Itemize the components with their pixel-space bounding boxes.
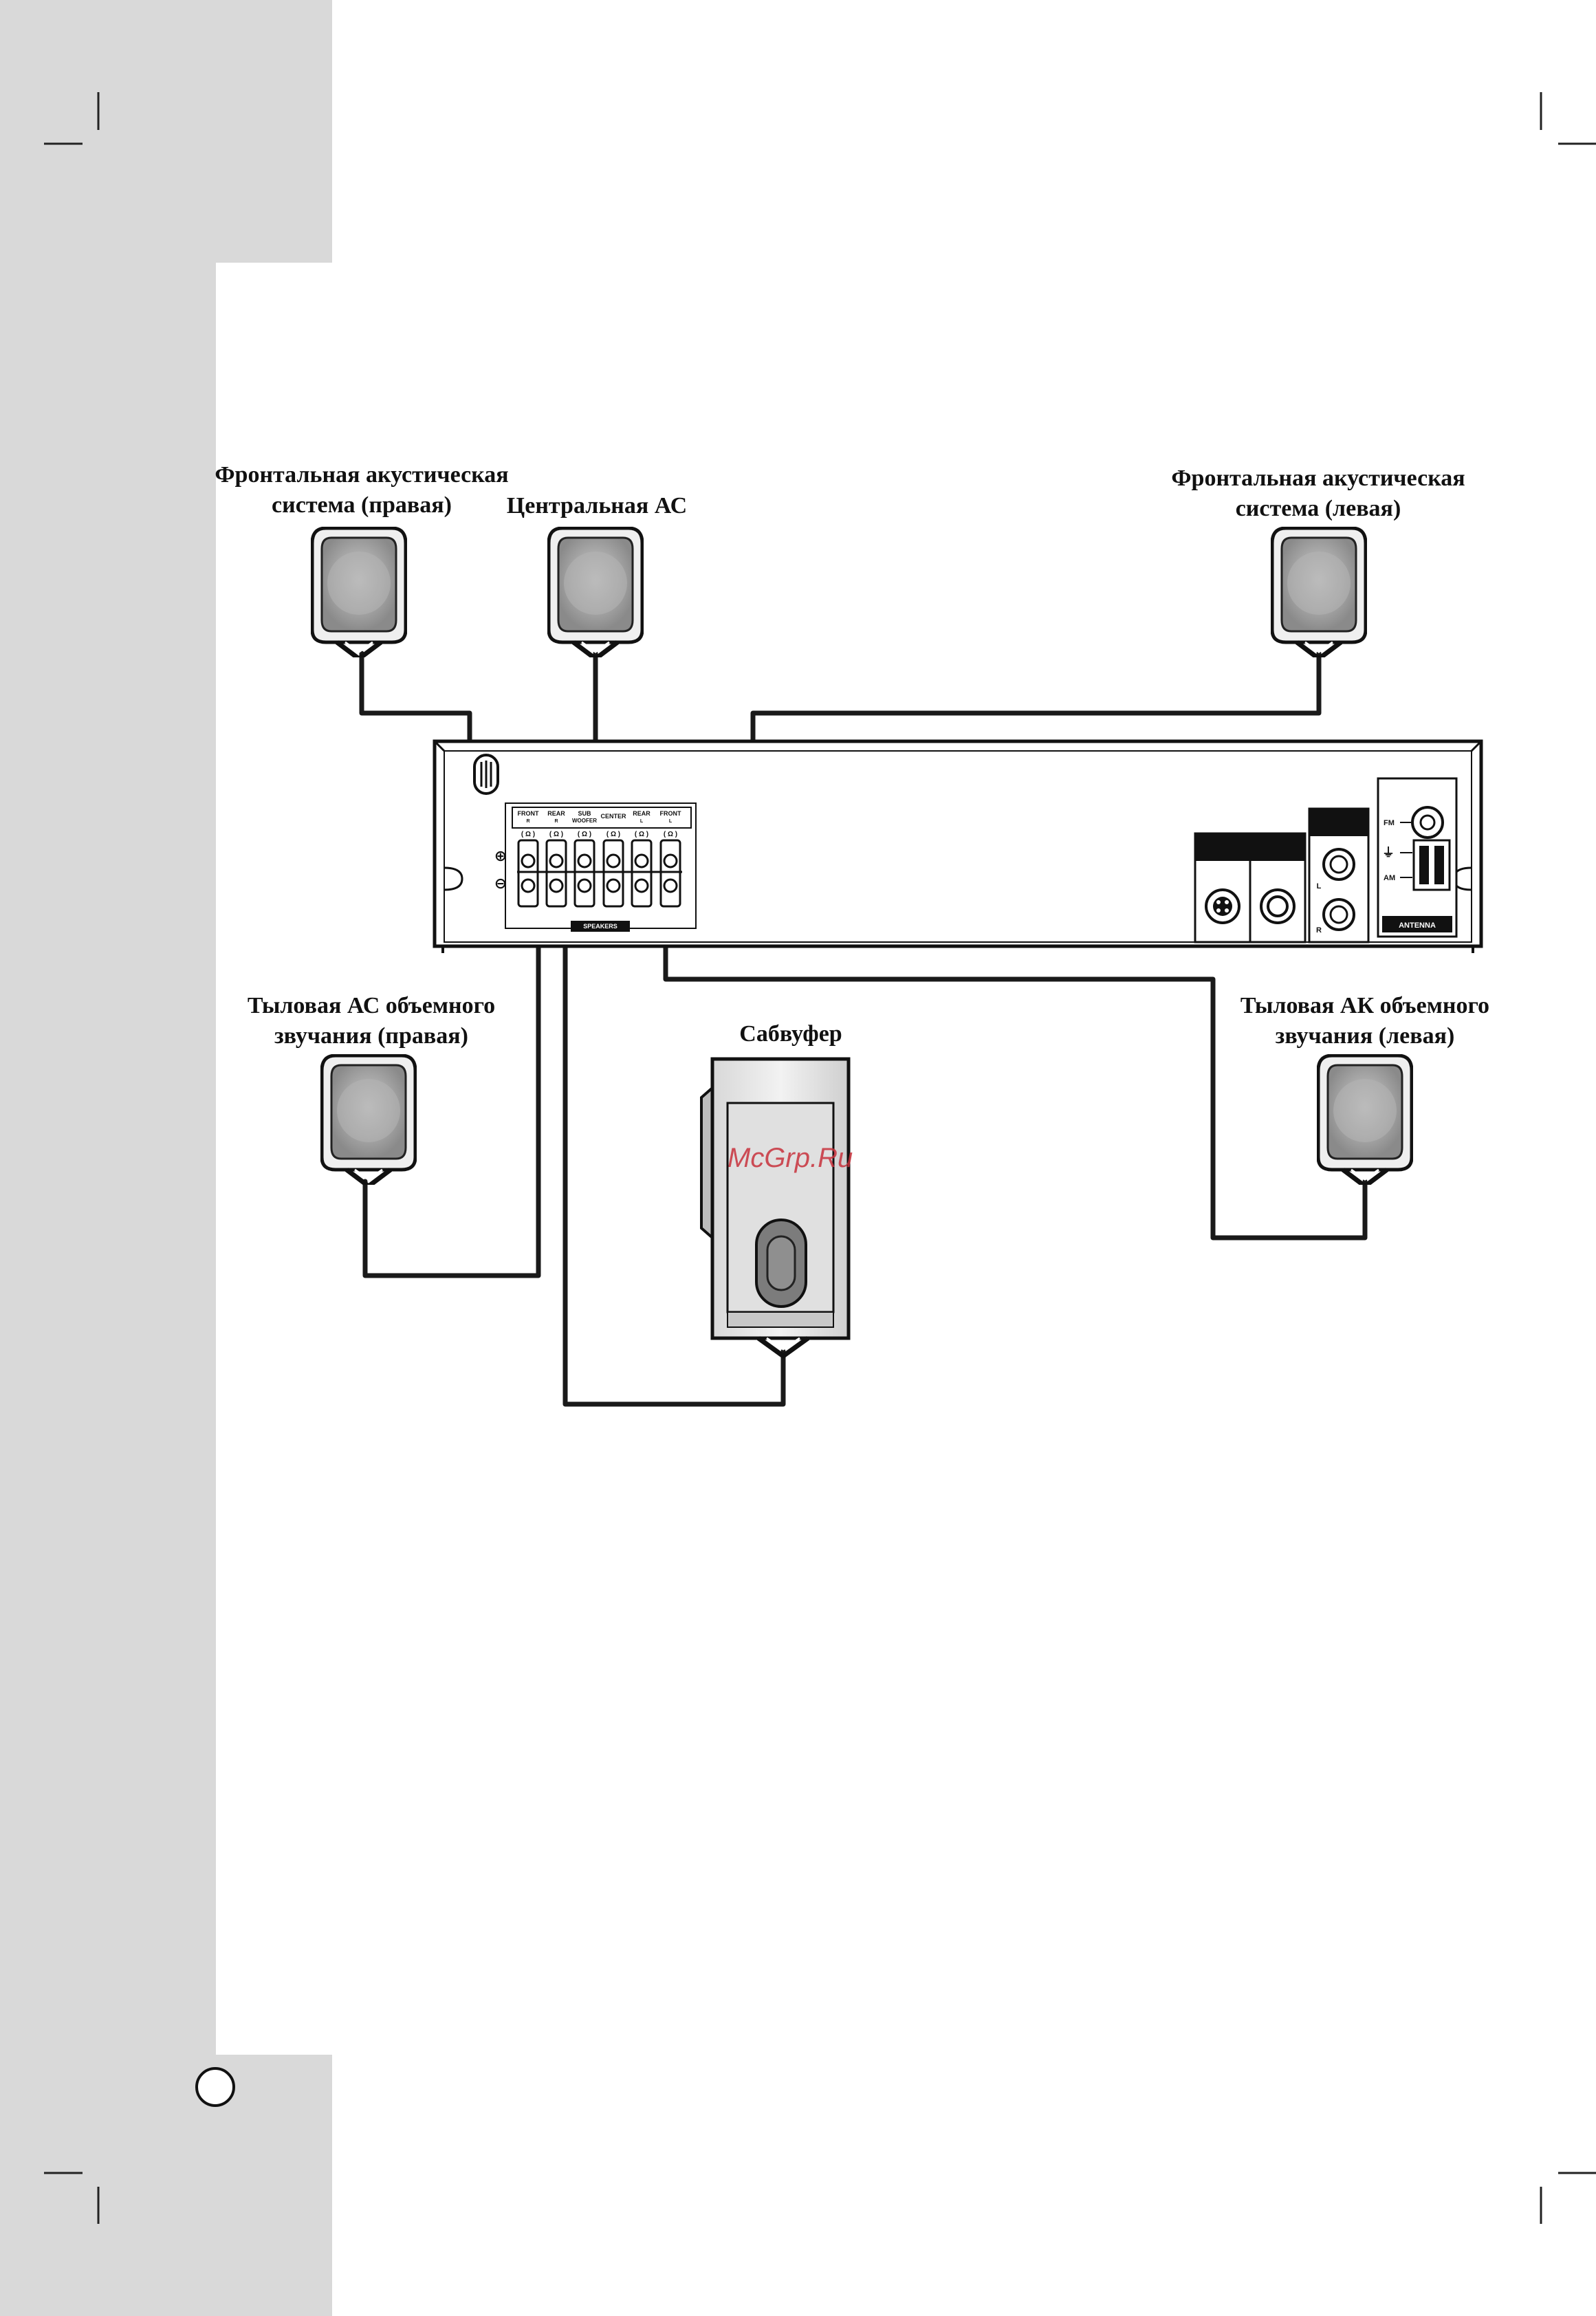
antenna-block: FM ⏚ AM ANTENNA (1377, 777, 1458, 938)
terminal-label-front-r: FRONT (518, 810, 539, 817)
ohm-label: ( Ω ) (664, 831, 677, 838)
front-right-speaker (312, 528, 406, 659)
terminal-label-front-l: FRONT (660, 810, 681, 817)
speaker-terminals: FRONT R REAR R SUB WOOFER CENTER REAR L … (494, 802, 697, 932)
subwoofer (700, 1057, 851, 1359)
power-cord-holder (473, 754, 499, 795)
terminal-label-sub: SUB (578, 810, 591, 817)
front-right-caption-1: Фронтальная акустическая (215, 462, 508, 488)
ground-label: ⏚ (1382, 846, 1395, 860)
left-margin (0, 0, 332, 2316)
rear-left-caption-2: звучания (левая) (1276, 1023, 1455, 1049)
minus-mark: ⊖ (494, 875, 507, 892)
rear-left-caption-1: Тыловая АК объемного (1240, 993, 1489, 1018)
terminal-side-front-l: L (669, 819, 673, 824)
speakers-panel-label: SPEAKERS (583, 923, 617, 930)
rear-right-caption-1: Тыловая АС объемного (248, 993, 495, 1018)
terminal-side-rear-l: L (640, 819, 644, 824)
crop-marks (44, 92, 1596, 2224)
ohm-label: ( Ω ) (549, 831, 563, 838)
am-antenna-terminal (1412, 839, 1451, 891)
front-left-speaker (1272, 528, 1366, 659)
antenna-label: ANTENNA (1399, 921, 1436, 930)
center-speaker (549, 528, 642, 659)
rear-left-speaker (1318, 1056, 1412, 1186)
wire-rear-right (362, 875, 541, 1278)
wire-rear-left (663, 875, 1368, 1241)
front-left-caption-2: система (левая) (1236, 496, 1401, 521)
plus-mark: ⊕ (494, 847, 507, 864)
ohm-label: ( Ω ) (578, 831, 591, 838)
ohm-label: ( Ω ) (606, 831, 620, 838)
audio-left-label: L (1317, 882, 1322, 891)
fm-label: FM (1384, 819, 1395, 827)
wire-subwoofer (562, 875, 786, 1407)
ohm-label: ( Ω ) (635, 831, 648, 838)
receiver-rear-panel: FRONT R REAR R SUB WOOFER CENTER REAR L … (433, 739, 1483, 953)
terminal-side-sub: WOOFER (572, 818, 597, 824)
terminal-side-front-r: R (526, 819, 529, 824)
watermark: McGrp.Ru (728, 1143, 853, 1173)
audio-right-label: R (1316, 926, 1322, 935)
terminal-label-center: CENTER (600, 813, 626, 820)
rear-right-speaker (322, 1056, 415, 1186)
front-right-caption-2: система (правая) (272, 492, 452, 518)
av-jacks: L R (1194, 807, 1370, 943)
center-caption: Центральная АС (507, 493, 687, 518)
rear-right-caption-2: звучания (правая) (274, 1023, 468, 1049)
page-number-circle (195, 2067, 235, 2107)
terminal-label-rear-l: REAR (633, 810, 651, 817)
terminal-label-rear-r: REAR (547, 810, 565, 817)
am-label: AM (1384, 874, 1395, 882)
front-left-caption-1: Фронтальная акустическая (1171, 466, 1465, 491)
terminal-side-rear-r: R (554, 819, 558, 824)
subwoofer-caption: Сабвуфер (739, 1021, 842, 1047)
ohm-label: ( Ω ) (521, 831, 535, 838)
